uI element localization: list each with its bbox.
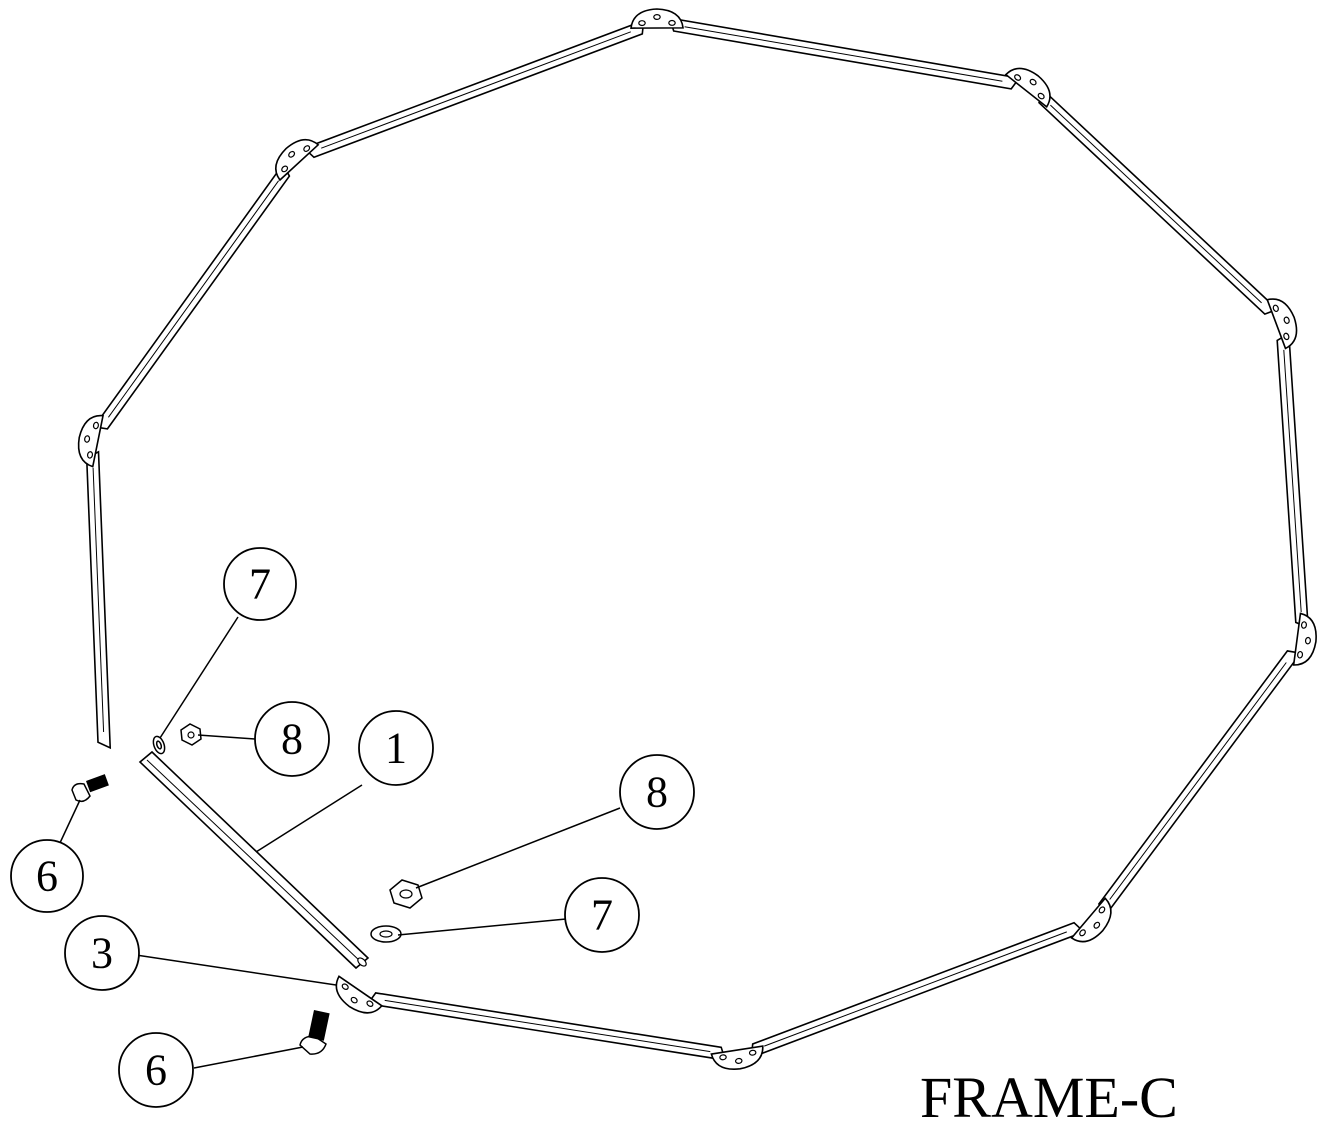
frame-label: FRAME-C <box>920 1065 1178 1130</box>
frame-bracket <box>335 975 384 1014</box>
loose-tube-part-1 <box>138 750 370 970</box>
washer-left <box>152 735 166 755</box>
frame-tube-edge <box>1050 104 1262 304</box>
frame-tube-edge <box>92 467 105 733</box>
frame-tube-edge <box>384 999 711 1053</box>
frame-tube <box>1097 650 1303 918</box>
frame-tube-edge <box>1109 662 1287 900</box>
bolt-bottom <box>299 1010 330 1055</box>
frame-bracket <box>274 138 320 182</box>
nut-right <box>389 879 423 909</box>
frame-tube <box>750 921 1086 1059</box>
frame-tube-edge <box>107 180 280 418</box>
frame-tube <box>92 162 291 430</box>
frame-tube-edge <box>764 931 1067 1047</box>
callout-8-lower: 8 <box>619 754 695 830</box>
frame-bracket <box>77 414 104 468</box>
frame-bracket <box>710 1045 764 1071</box>
callout-8-upper: 8 <box>254 701 330 777</box>
callout-number: 3 <box>91 929 113 978</box>
frame-tubes <box>85 17 1310 1062</box>
frame-bracket <box>1004 67 1051 109</box>
callout-7-lower: 7 <box>564 877 640 953</box>
bolt-left <box>71 774 109 803</box>
frame-tube <box>1038 88 1279 316</box>
callout-3: 3 <box>64 915 140 991</box>
frame-bracket <box>630 8 684 29</box>
frame-tube <box>668 17 1021 90</box>
frame-bracket <box>1266 298 1298 350</box>
callout-number: 8 <box>281 715 303 764</box>
callout-6-left: 6 <box>10 839 84 913</box>
callout-number: 7 <box>249 560 271 609</box>
washer-right <box>370 925 402 943</box>
frame-tube-edge <box>321 31 631 149</box>
frame-tube-edge <box>684 26 1003 82</box>
frame-bracket <box>1292 612 1317 666</box>
frame-tube <box>302 19 645 159</box>
callout-1: 1 <box>358 710 434 786</box>
callout-number: 8 <box>646 768 668 817</box>
callout-number: 1 <box>385 724 407 773</box>
callout-6-bottom: 6 <box>118 1032 194 1108</box>
nut-left <box>180 723 202 746</box>
callout-number: 7 <box>591 891 613 940</box>
callout-number: 6 <box>36 852 58 901</box>
leader-lines <box>58 616 621 1069</box>
frame-tube-edge <box>1283 349 1302 613</box>
callout-number: 6 <box>145 1046 167 1095</box>
frame-bracket <box>1070 897 1112 943</box>
frame-tube <box>366 992 727 1062</box>
frame-brackets <box>77 8 1317 1071</box>
callout-7-upper: 7 <box>223 547 297 621</box>
